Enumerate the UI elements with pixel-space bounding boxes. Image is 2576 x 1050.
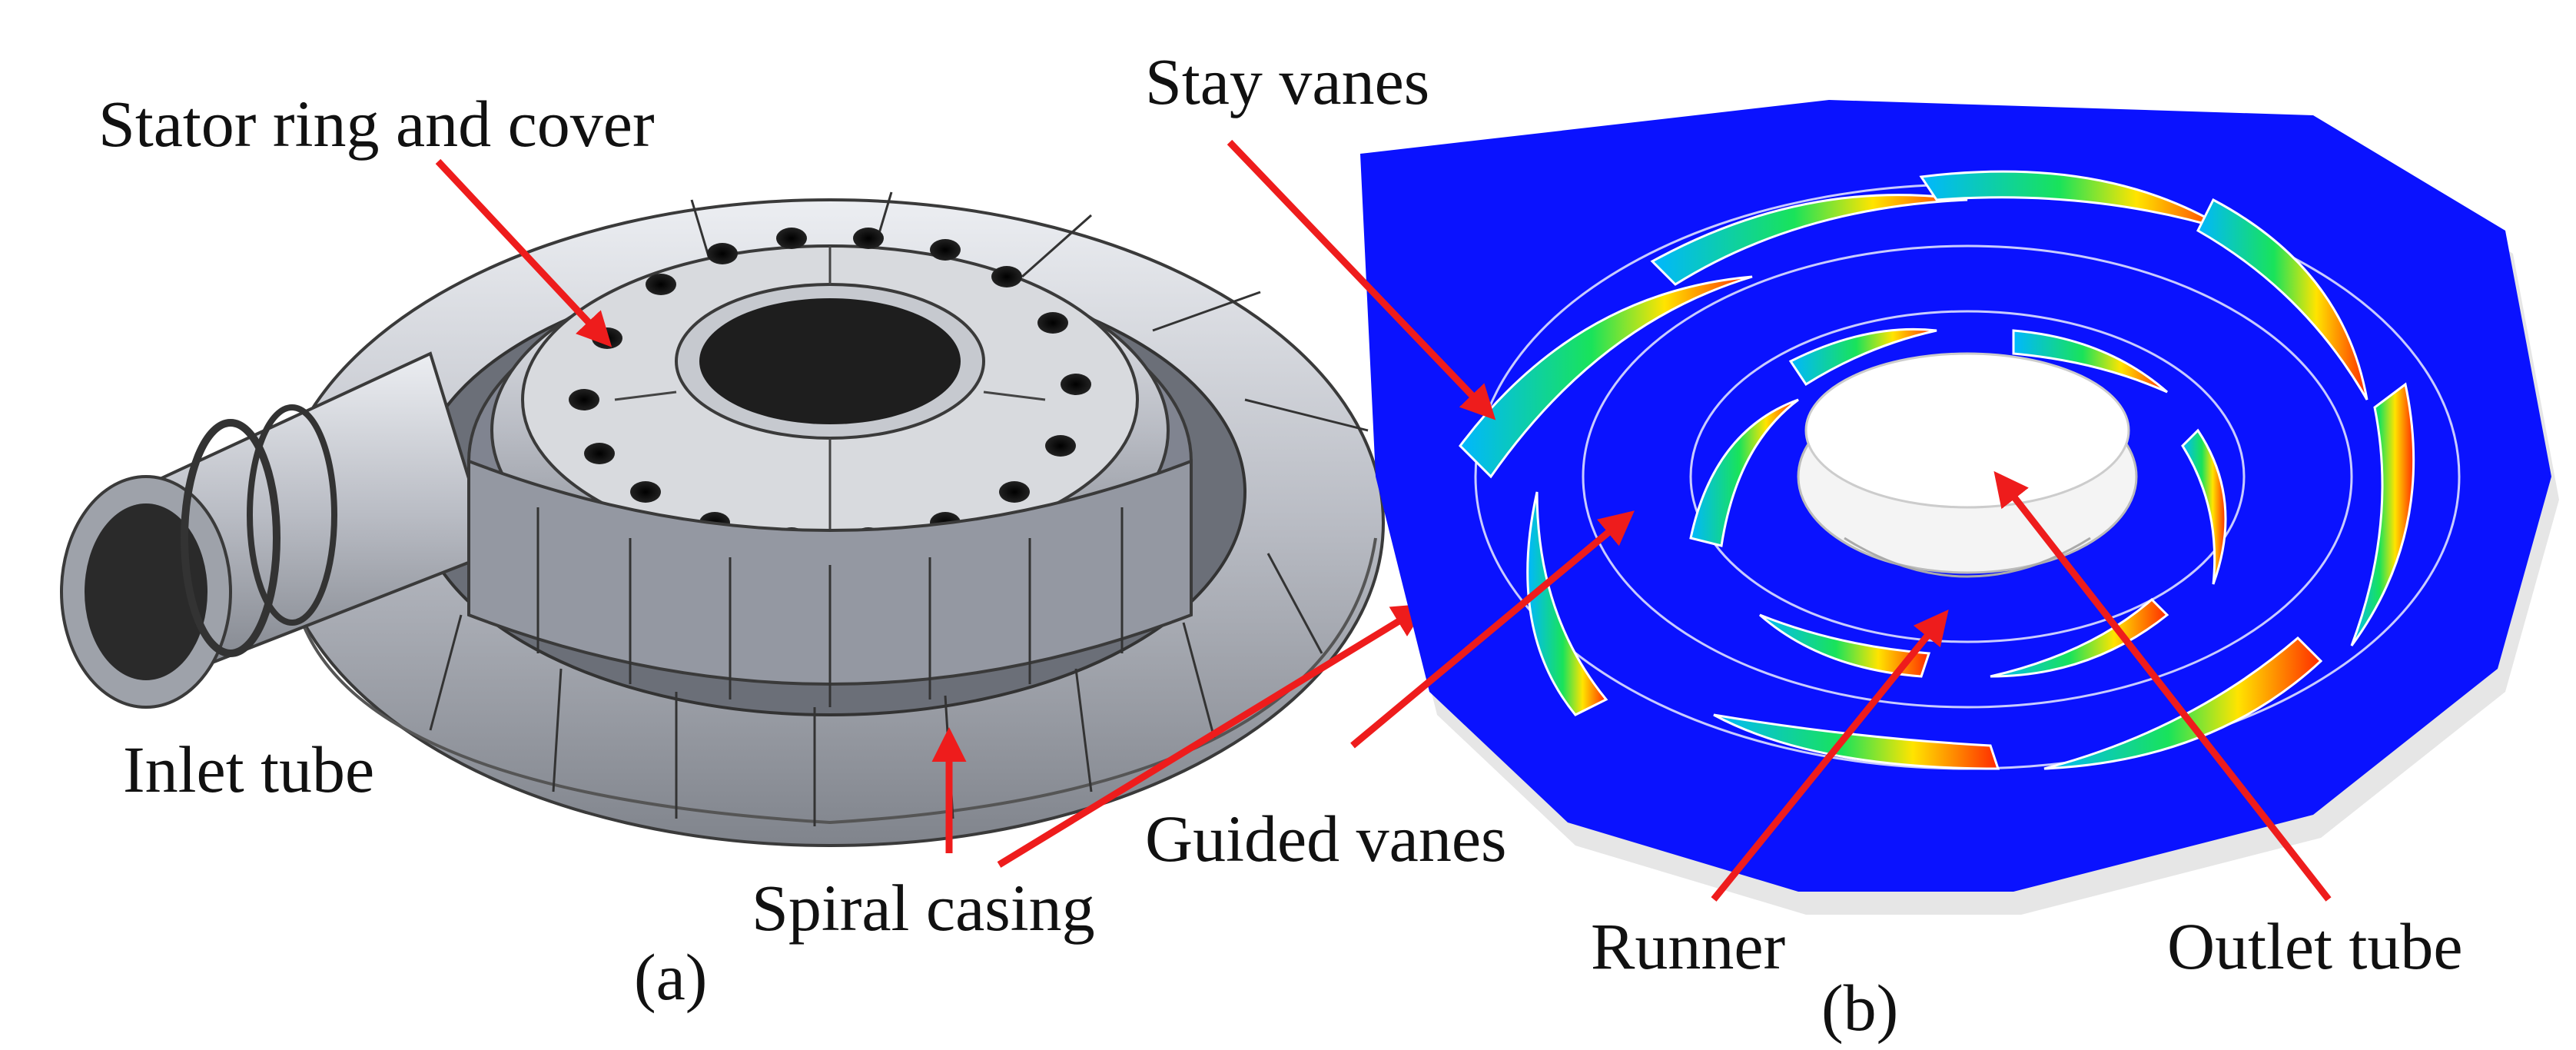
panel-b-fluid-domain: Stay vanes Guided vanes Runner Outlet tu… [1145, 45, 2559, 1045]
label-inlet-tube: Inlet tube [123, 733, 374, 806]
arrow-guided-vanes [1350, 510, 1635, 749]
stator-ring-body [467, 228, 1193, 707]
stay-vanes-group [1459, 170, 2415, 770]
label-stay-vanes: Stay vanes [1145, 45, 1429, 118]
panel-b-caption: (b) [1821, 971, 1898, 1045]
label-runner: Runner [1591, 909, 1785, 983]
arrow-stay-vanes [1227, 139, 1496, 420]
guided-vanes-group [1689, 327, 2227, 678]
arrow-outlet-tube [1993, 470, 2332, 902]
runner-outlet-body [1797, 352, 2138, 578]
panel-a-caption: (a) [634, 940, 707, 1014]
arrow-stator-ring [435, 158, 612, 347]
label-spiral-casing: Spiral casing [752, 871, 1095, 945]
label-guided-vanes: Guided vanes [1145, 802, 1506, 876]
arrow-spiral-casing-b [997, 603, 1428, 868]
arrow-runner [1711, 610, 1949, 902]
inlet-tube-body [60, 351, 494, 709]
label-stator-ring-and-cover: Stator ring and cover [98, 87, 655, 161]
label-outlet-tube: Outlet tube [2167, 909, 2463, 983]
panel-a-turbine-model: Stator ring and cover Inlet tube Spiral … [60, 87, 1428, 1014]
